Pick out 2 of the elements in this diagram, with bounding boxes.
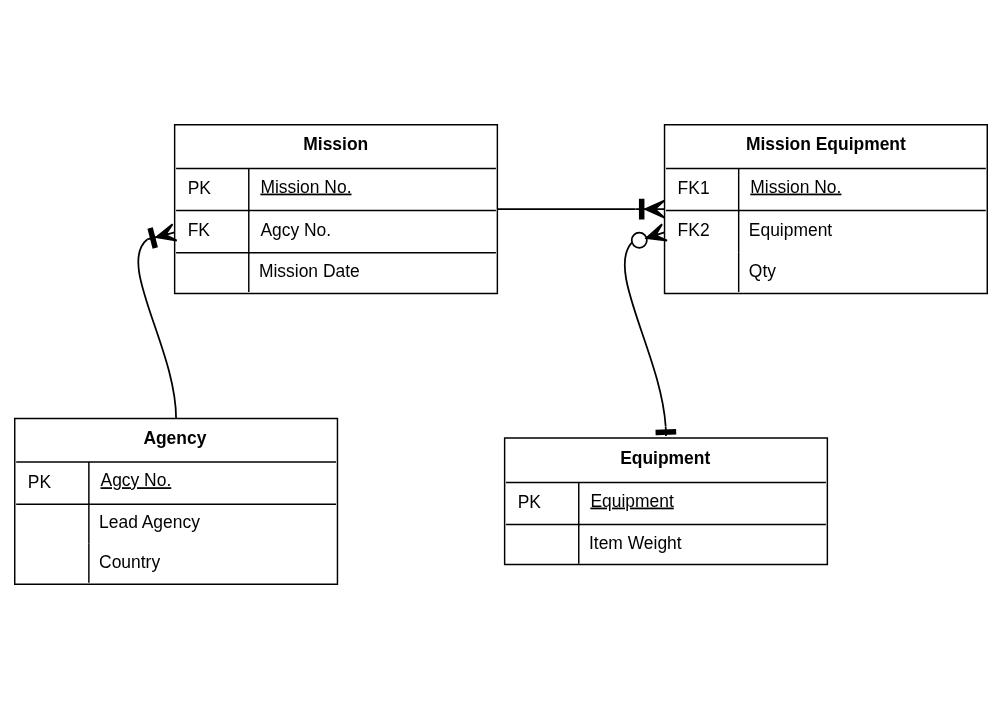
connector bbox=[623, 223, 677, 437]
connector bbox=[137, 223, 178, 420]
